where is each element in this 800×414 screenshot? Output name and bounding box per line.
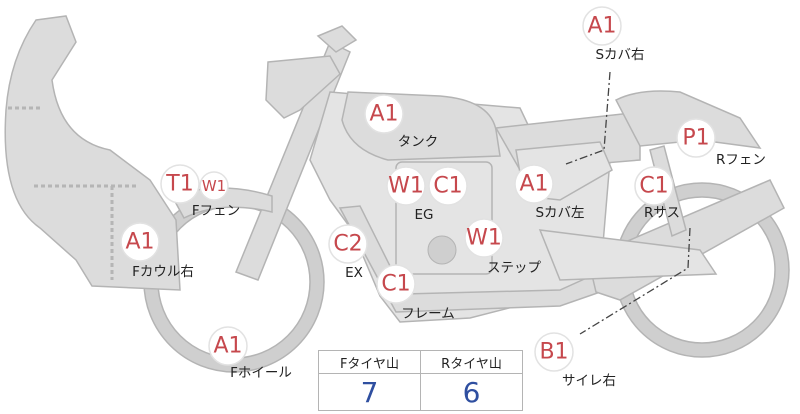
badge-code: C2 <box>333 232 362 257</box>
badge-w1-front-fender[interactable]: W1 <box>199 171 229 201</box>
badge-a1-front-cowl-right[interactable]: A1 <box>120 222 160 262</box>
badge-w1-step[interactable]: W1 <box>464 218 504 258</box>
rear-tire-tread-header: Rタイヤ山 <box>420 350 523 374</box>
label-silencer-right: サイレ右 <box>562 373 616 389</box>
label-rear-suspension: Rサス <box>644 205 680 221</box>
front-tire-tread-header: Fタイヤ山 <box>318 350 421 374</box>
tire-tread-table: Fタイヤ山 Rタイヤ山 7 6 <box>318 350 523 411</box>
badge-code: A1 <box>519 172 548 197</box>
rear-tire-tread-value: 6 <box>420 373 523 411</box>
label-step: ステップ <box>487 260 541 276</box>
tread-table-header-row: Fタイヤ山 Rタイヤ山 <box>318 350 523 374</box>
badge-code: C1 <box>433 174 462 199</box>
badge-c1-frame[interactable]: C1 <box>376 264 416 304</box>
rear-cowl-shape <box>614 90 762 149</box>
badge-t1-front-fender[interactable]: T1 <box>160 164 200 204</box>
badge-w1-engine[interactable]: W1 <box>386 166 426 206</box>
badge-a1-s-cover-left[interactable]: A1 <box>514 164 554 204</box>
mirror-shape <box>316 25 358 53</box>
badge-code: T1 <box>165 172 193 197</box>
badge-a1-tank[interactable]: A1 <box>364 94 404 134</box>
tread-table-value-row: 7 6 <box>318 373 523 411</box>
badge-code: P1 <box>682 126 709 151</box>
badge-code: A1 <box>587 14 616 39</box>
label-front-fender: Fフェン <box>192 203 240 219</box>
badge-code: W1 <box>466 226 502 251</box>
badge-a1-front-wheel[interactable]: A1 <box>208 326 248 366</box>
badge-b1-silencer-right[interactable]: B1 <box>534 332 574 372</box>
label-rear-fender: Rフェン <box>716 152 766 168</box>
badge-code: C1 <box>639 174 668 199</box>
leader-line-silencer <box>579 227 691 335</box>
badge-c2-exhaust[interactable]: C2 <box>328 224 368 264</box>
badge-code: A1 <box>213 334 242 359</box>
badge-code: A1 <box>369 102 398 127</box>
engine-cover-shape <box>427 235 457 265</box>
label-front-wheel: Fホイール <box>230 365 292 381</box>
label-s-cover-left: Sカバ左 <box>535 205 584 221</box>
front-cowl-shape <box>4 15 181 291</box>
badge-p1-rear-fender[interactable]: P1 <box>676 118 716 158</box>
badge-code: W1 <box>388 174 424 199</box>
badge-code: C1 <box>381 272 410 297</box>
badge-a1-s-cover-right[interactable]: A1 <box>582 6 622 46</box>
badge-code: B1 <box>539 340 568 365</box>
handlebar-shape <box>265 55 341 119</box>
badge-code: W1 <box>202 177 226 195</box>
label-front-cowl-right: Fカウル右 <box>132 264 194 280</box>
label-s-cover-right: Sカバ右 <box>595 47 644 63</box>
badge-c1-engine[interactable]: C1 <box>428 166 468 206</box>
swingarm-shape <box>538 229 718 281</box>
front-tire-tread-value: 7 <box>318 373 421 411</box>
badge-code: A1 <box>125 230 154 255</box>
label-exhaust: EX <box>345 265 363 281</box>
badge-c1-rear-suspension[interactable]: C1 <box>634 166 674 206</box>
label-engine: EG <box>415 207 434 223</box>
label-tank: タンク <box>398 134 439 150</box>
label-frame: フレーム <box>401 306 455 322</box>
